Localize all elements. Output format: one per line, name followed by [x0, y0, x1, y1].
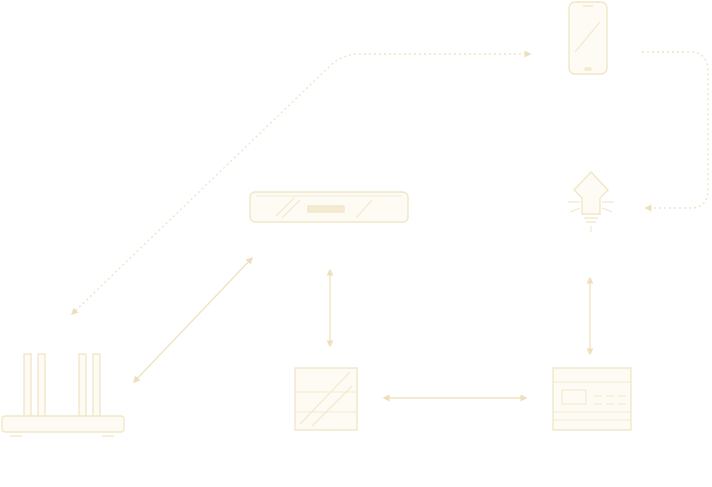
link-phone-light — [642, 51, 709, 212]
link-router-phone — [70, 50, 532, 315]
wifi-router-icon — [1, 353, 125, 437]
controller-panel-icon — [552, 367, 632, 431]
switch-module-icon — [294, 367, 358, 431]
smart-bulb-icon — [568, 170, 614, 232]
smartphone-icon — [568, 1, 608, 75]
gateway-box-icon — [249, 191, 409, 223]
link-router-gateway — [133, 256, 253, 384]
